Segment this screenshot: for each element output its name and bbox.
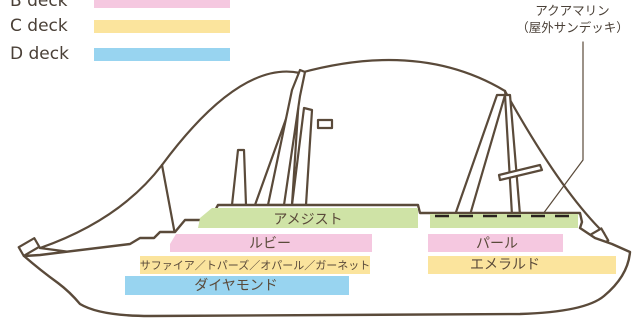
mast-fore bbox=[230, 148, 248, 207]
rigging-line bbox=[503, 89, 606, 235]
legend-swatch bbox=[94, 20, 230, 33]
label-emerald: エメラルド bbox=[470, 257, 540, 273]
deck-sundeck bbox=[430, 214, 578, 228]
mast-spar bbox=[497, 163, 544, 182]
legend-swatch bbox=[94, 48, 230, 61]
rigging-line bbox=[38, 163, 164, 250]
rigging-line bbox=[298, 58, 507, 93]
callout-line-2: （屋外サンデッキ） bbox=[516, 20, 629, 35]
legend-label: C deck bbox=[10, 16, 68, 36]
deck-ruby bbox=[170, 234, 372, 252]
mast-flag bbox=[316, 118, 334, 130]
deck-pearl bbox=[428, 234, 563, 252]
label-sapphire-row: サファイア／トパーズ／オパール／ガーネット bbox=[140, 258, 370, 272]
callout-leader bbox=[539, 41, 584, 219]
legend-swatch bbox=[94, 0, 230, 8]
label-amethyst: アメジスト bbox=[273, 212, 342, 228]
callout-line-1: アクアマリン bbox=[535, 3, 610, 18]
legend-label: B deck bbox=[10, 0, 68, 11]
bow-ornament bbox=[17, 237, 41, 257]
label-ruby: ルビー bbox=[249, 236, 291, 252]
label-pearl: パール bbox=[476, 236, 518, 252]
deck-emerald bbox=[428, 256, 616, 274]
mast-mizzen bbox=[453, 93, 507, 217]
deck-amethyst bbox=[198, 208, 418, 228]
deck-diamond bbox=[125, 276, 349, 295]
rigging-line bbox=[160, 163, 178, 242]
sundeck-callout: アクアマリン （屋外サンデッキ） bbox=[505, 2, 640, 36]
legend-label: D deck bbox=[10, 44, 69, 64]
deck-sapphire-row bbox=[140, 256, 370, 274]
rigging-line bbox=[160, 70, 302, 167]
label-diamond: ダイヤモンド bbox=[194, 278, 278, 294]
